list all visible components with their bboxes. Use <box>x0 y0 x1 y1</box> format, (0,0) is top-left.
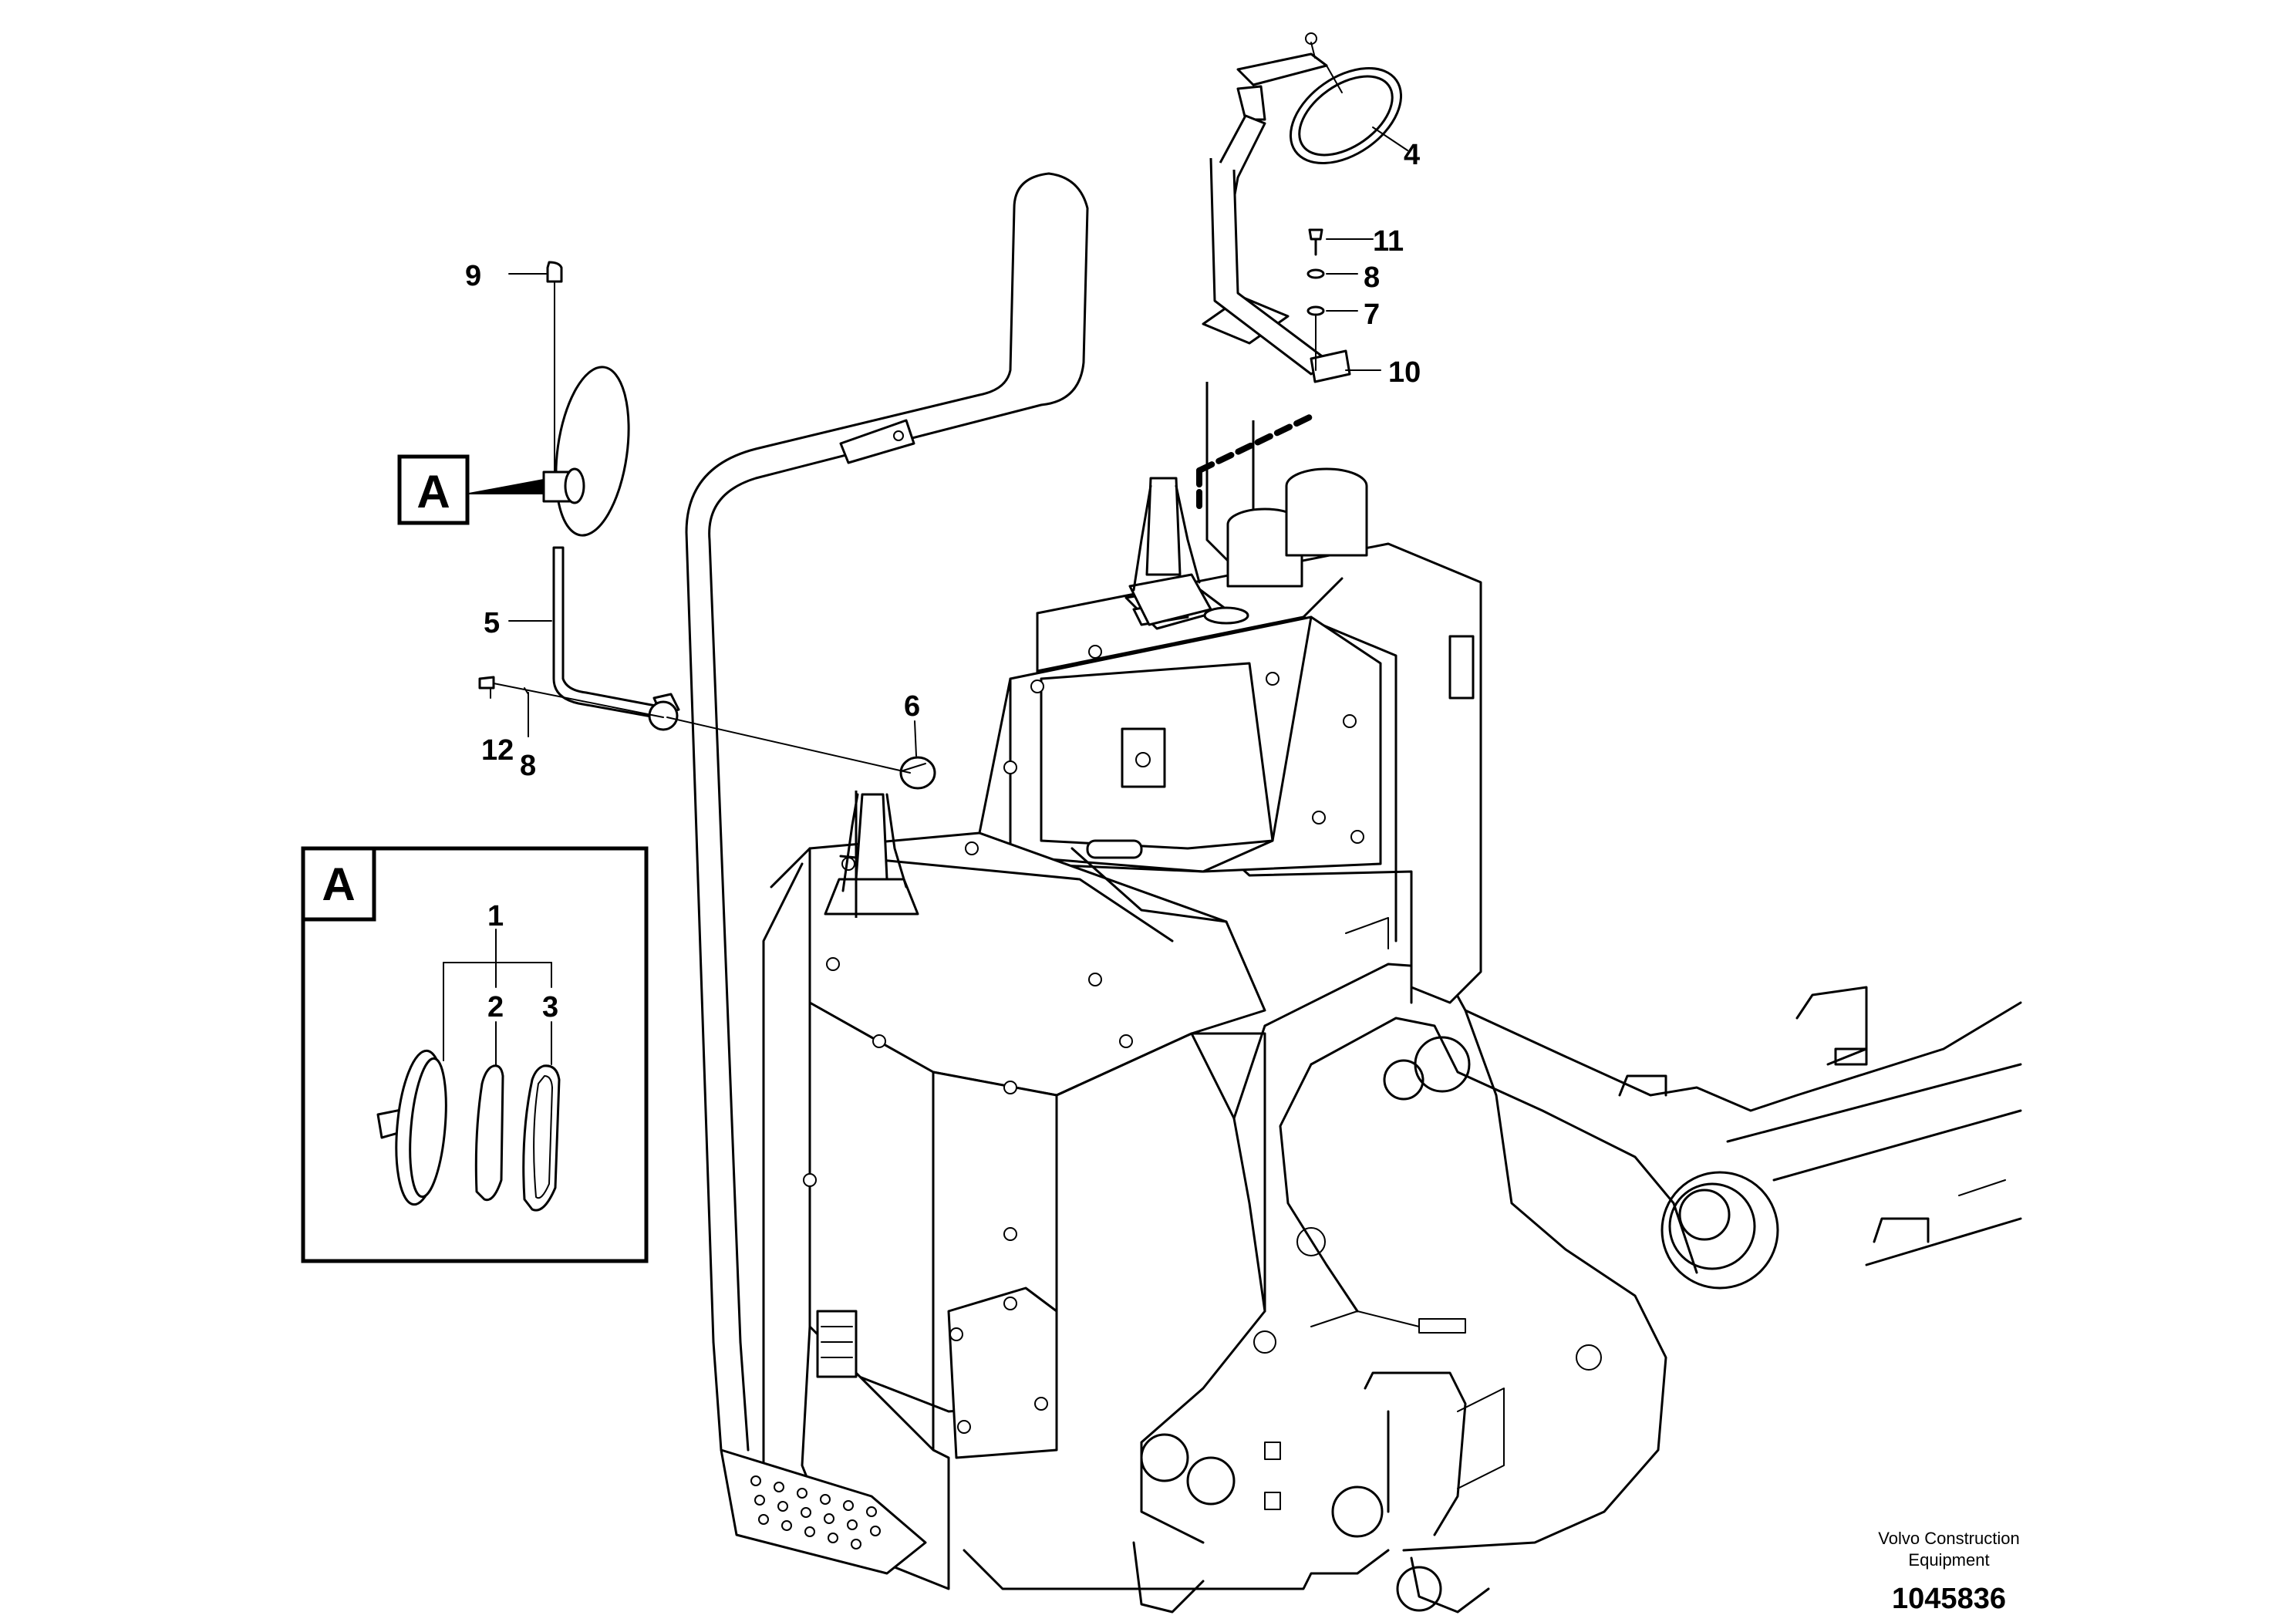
left-mirror <box>478 261 936 790</box>
right-mirror-bracket <box>1128 413 1314 626</box>
right-mirror <box>1209 32 1403 383</box>
callout-7: 7 <box>1364 298 1380 331</box>
callout-8-left: 8 <box>520 750 536 782</box>
detail-box-a: A <box>301 846 649 1263</box>
callout-3: 3 <box>542 991 558 1023</box>
callout-8-right: 8 <box>1364 261 1380 294</box>
view-reference-label: A <box>416 466 450 518</box>
machine-frame <box>963 963 2022 1614</box>
step-holes <box>750 1475 881 1549</box>
callout-2: 2 <box>487 991 504 1023</box>
callout-9: 12 <box>481 734 514 767</box>
callout-6: 6 <box>904 690 920 723</box>
leader-lines <box>468 126 1408 757</box>
title-block: Volvo Construction Equipment 1045836 <box>1878 1529 2019 1615</box>
drawing-number: 1045836 <box>1892 1583 2006 1615</box>
handrail <box>685 172 1089 1452</box>
cab-body <box>720 831 1266 1590</box>
view-reference-a: A <box>397 454 470 525</box>
callout-12: 11 <box>1373 225 1404 258</box>
callout-1: 1 <box>487 900 504 932</box>
right-hardware <box>1306 228 1325 371</box>
detail-box-label: A <box>322 858 355 910</box>
credit-line-2: Equipment <box>1908 1550 1989 1570</box>
left-mirror-bracket <box>824 791 919 918</box>
callout-labels: 4 11 8 7 10 9 5 6 12 8 1 2 3 <box>465 139 1421 1023</box>
tank-assembly <box>978 295 1482 1004</box>
callout-5: 5 <box>484 607 500 639</box>
credit-line-1: Volvo Construction <box>1878 1529 2019 1548</box>
callout-11: 10 <box>1388 356 1421 389</box>
callout-4: 4 <box>1404 139 1420 171</box>
callout-10: 9 <box>465 260 481 292</box>
